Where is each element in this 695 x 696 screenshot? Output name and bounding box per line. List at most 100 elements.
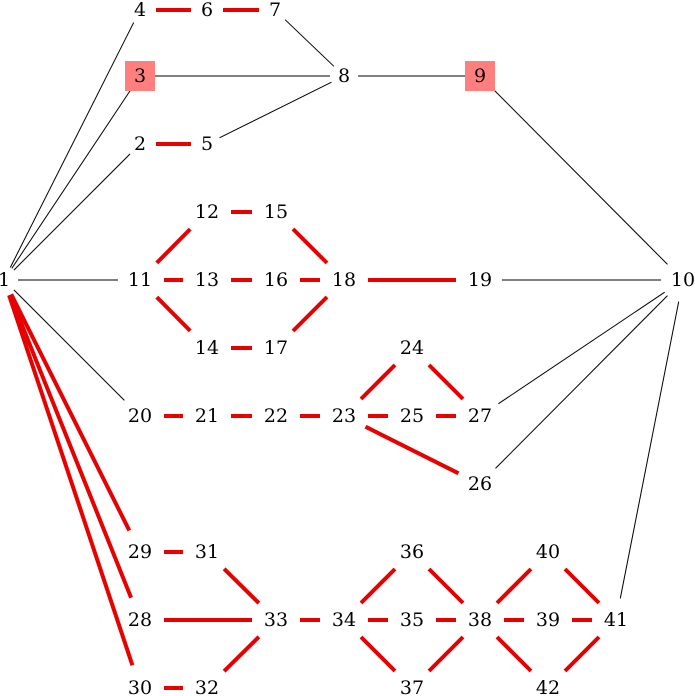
node-38-label: 38: [468, 609, 492, 631]
edge-31-33: [222, 567, 261, 605]
node-12: 12: [195, 201, 219, 223]
node-3-highlight-box: [125, 61, 155, 91]
node-29: 29: [128, 541, 152, 563]
node-16-label: 16: [264, 269, 288, 291]
node-26-label: 26: [468, 473, 492, 495]
node-40-label: 40: [536, 541, 560, 563]
edge-32-33: [222, 635, 261, 673]
node-4-label: 4: [134, 0, 146, 21]
node-23: 23: [332, 405, 356, 427]
node-5-label: 5: [201, 133, 213, 155]
edge-1-28: [8, 294, 133, 599]
node-23-label: 23: [332, 405, 356, 427]
node-39: 39: [536, 609, 560, 631]
node-31: 31: [195, 541, 219, 563]
node-7: 7: [269, 0, 281, 21]
node-41: 41: [604, 609, 628, 631]
node-42: 42: [536, 677, 560, 696]
node-24: 24: [400, 337, 424, 359]
node-19: 19: [468, 269, 492, 291]
edge-5-8: [219, 81, 332, 139]
node-33: 33: [264, 609, 288, 631]
node-32: 32: [195, 677, 219, 696]
edge-34-37: [359, 635, 397, 673]
edge-1-30: [7, 294, 135, 666]
node-30-label: 30: [128, 677, 152, 696]
node-41-label: 41: [604, 609, 628, 631]
node-21: 21: [195, 405, 219, 427]
edge-9-10: [489, 85, 668, 265]
node-1: 1: [0, 269, 10, 291]
edge-23-24: [359, 363, 397, 401]
edge-11-12: [155, 227, 192, 265]
node-7-label: 7: [269, 0, 281, 21]
node-10: 10: [671, 269, 695, 291]
node-33-label: 33: [264, 609, 288, 631]
node-9: 9: [465, 61, 495, 91]
node-20: 20: [128, 405, 152, 427]
node-3: 3: [125, 61, 155, 91]
node-17-label: 17: [264, 337, 288, 359]
node-6-label: 6: [201, 0, 213, 21]
node-19-label: 19: [468, 269, 492, 291]
edge-27-10: [498, 291, 665, 405]
node-8-label: 8: [338, 65, 350, 87]
edge-41-10: [619, 301, 680, 599]
node-2-label: 2: [134, 133, 146, 155]
edges-layer: [7, 8, 680, 690]
node-36: 36: [400, 541, 424, 563]
node-25-label: 25: [400, 405, 424, 427]
edge-11-14: [155, 295, 192, 333]
edge-1-2: [13, 153, 131, 271]
node-18-label: 18: [332, 269, 356, 291]
node-25: 25: [400, 405, 424, 427]
edge-1-29: [9, 293, 132, 532]
node-12-label: 12: [195, 201, 219, 223]
node-27: 27: [468, 405, 492, 427]
node-36-label: 36: [400, 541, 424, 563]
node-15-label: 15: [264, 201, 288, 223]
edge-36-38: [427, 567, 465, 605]
node-21-label: 21: [195, 405, 219, 427]
node-4: 4: [134, 0, 146, 21]
node-40: 40: [536, 541, 560, 563]
node-22-label: 22: [264, 405, 288, 427]
node-15: 15: [264, 201, 288, 223]
node-31-label: 31: [195, 541, 219, 563]
node-39-label: 39: [536, 609, 560, 631]
node-22: 22: [264, 405, 288, 427]
node-11-label: 11: [128, 269, 152, 291]
edge-17-18: [291, 295, 329, 333]
node-3-label: 3: [134, 65, 146, 87]
node-29-label: 29: [128, 541, 152, 563]
node-38: 38: [468, 609, 492, 631]
node-13: 13: [195, 269, 219, 291]
node-16: 16: [264, 269, 288, 291]
node-13-label: 13: [195, 269, 219, 291]
node-9-highlight-box: [465, 61, 495, 91]
node-5: 5: [201, 133, 213, 155]
node-42-label: 42: [536, 677, 560, 696]
node-28-label: 28: [128, 609, 152, 631]
node-1-label: 1: [0, 269, 10, 291]
node-14-label: 14: [195, 337, 219, 359]
node-18: 18: [332, 269, 356, 291]
node-9-label: 9: [474, 65, 486, 87]
edge-42-41: [563, 635, 601, 673]
node-35: 35: [400, 609, 424, 631]
node-35-label: 35: [400, 609, 424, 631]
node-32-label: 32: [195, 677, 219, 696]
edge-7-8: [284, 19, 335, 67]
edge-38-42: [495, 635, 533, 673]
node-2: 2: [134, 133, 146, 155]
node-24-label: 24: [400, 337, 424, 359]
edge-1-20: [13, 289, 125, 401]
node-37-label: 37: [400, 677, 424, 696]
node-30: 30: [128, 677, 152, 696]
node-8: 8: [338, 65, 350, 87]
node-11: 11: [128, 269, 152, 291]
node-34-label: 34: [332, 609, 356, 631]
node-14: 14: [195, 337, 219, 359]
